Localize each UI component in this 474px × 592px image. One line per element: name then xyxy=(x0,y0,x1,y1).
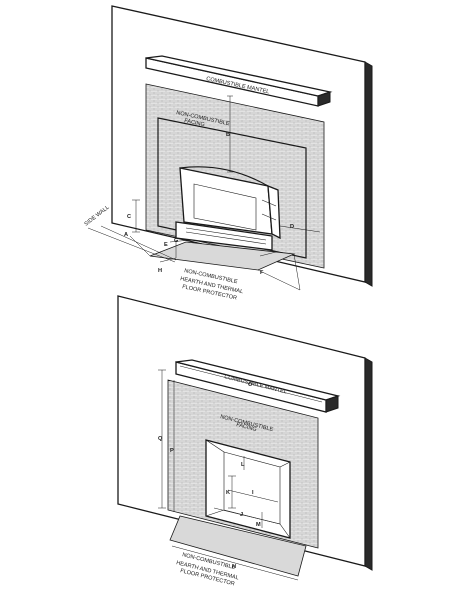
top-insert-stove xyxy=(175,166,281,251)
dim-letter-G: G xyxy=(174,238,178,244)
top-opening-frame xyxy=(157,117,307,259)
dim-letter-O: O xyxy=(248,382,253,388)
top-mantel xyxy=(145,55,333,107)
top-wall-edge xyxy=(364,61,373,287)
bottom-wall-edge xyxy=(364,357,373,571)
dim-letter-H: H xyxy=(158,268,162,274)
dim-letter-K: K xyxy=(226,490,230,496)
side-wall-label: SIDE WALL xyxy=(84,205,111,228)
bottom-facing-label-line2: FACING xyxy=(236,422,258,433)
dim-letter-F: F xyxy=(260,270,264,276)
dim-letter-M: M xyxy=(256,522,261,528)
dim-letter-D: D xyxy=(290,224,294,230)
dim-letter-E: E xyxy=(164,242,168,248)
dim-letter-N: N xyxy=(232,564,236,570)
top-figure: COMBUSTIBLE MANTEL NON-COMBUSTIBLE FACIN… xyxy=(84,5,373,302)
bottom-figure: COMBUSTIBLE MANTEL NON-COMBUSTIBLE FACIN… xyxy=(117,295,373,587)
dim-letter-C: C xyxy=(127,214,131,220)
dim-letter-B: B xyxy=(226,132,230,138)
dim-letter-L: L xyxy=(241,462,245,468)
bottom-dimensions xyxy=(158,365,323,581)
bottom-hearth xyxy=(169,515,307,577)
top-dimensions xyxy=(87,95,321,291)
dim-letter-P: P xyxy=(170,448,174,454)
top-facing-label-line2: FACING xyxy=(184,118,206,128)
dim-letter-I: I xyxy=(252,490,254,496)
dim-letter-Q: Q xyxy=(158,436,163,442)
dim-letter-J: J xyxy=(240,512,243,518)
dim-letter-A: A xyxy=(124,232,128,238)
